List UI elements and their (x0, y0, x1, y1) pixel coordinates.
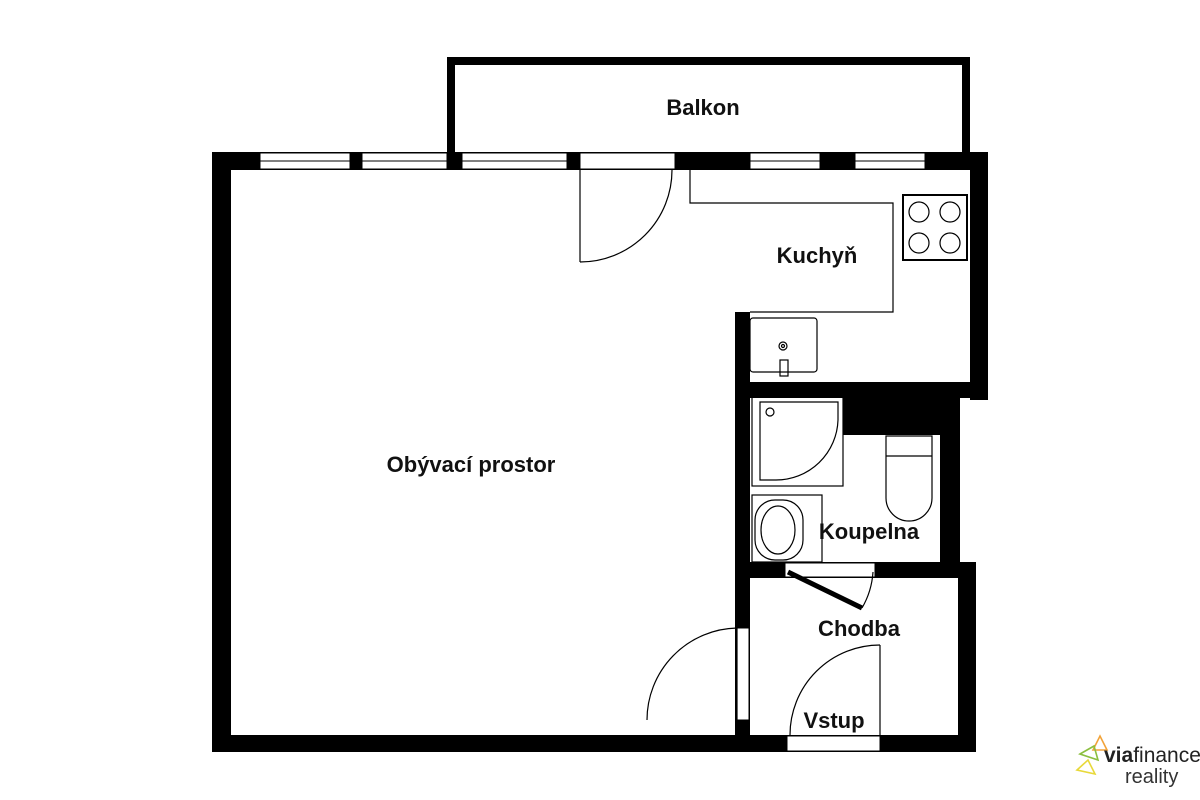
windows (259, 152, 926, 752)
stove-icon (902, 194, 968, 261)
shower-icon (751, 395, 844, 487)
logo-mark-icon (1075, 734, 1109, 776)
room-label-kitchen: Kuchyň (776, 243, 858, 268)
sink-icon (749, 317, 818, 373)
logo-text-bold: via (1104, 744, 1134, 767)
logo-text-regular: finance (1133, 744, 1200, 767)
walls (212, 152, 988, 752)
company-logo: viafinance reality (1072, 732, 1200, 794)
room-label-entrance: Vstup (803, 708, 865, 733)
room-label-hallway: Chodba (818, 616, 900, 641)
kitchen-fixtures (689, 170, 968, 377)
room-label-balcony: Balkon (666, 95, 740, 120)
doors (579, 169, 881, 736)
toilet-icon (885, 435, 933, 522)
room-label-living: Obývací prostor (386, 452, 556, 477)
room-label-bathroom: Koupelna (818, 519, 920, 544)
bathroom-fixtures (751, 395, 933, 563)
washbasin-icon (751, 494, 823, 563)
logo-subtitle: reality (1125, 766, 1179, 788)
